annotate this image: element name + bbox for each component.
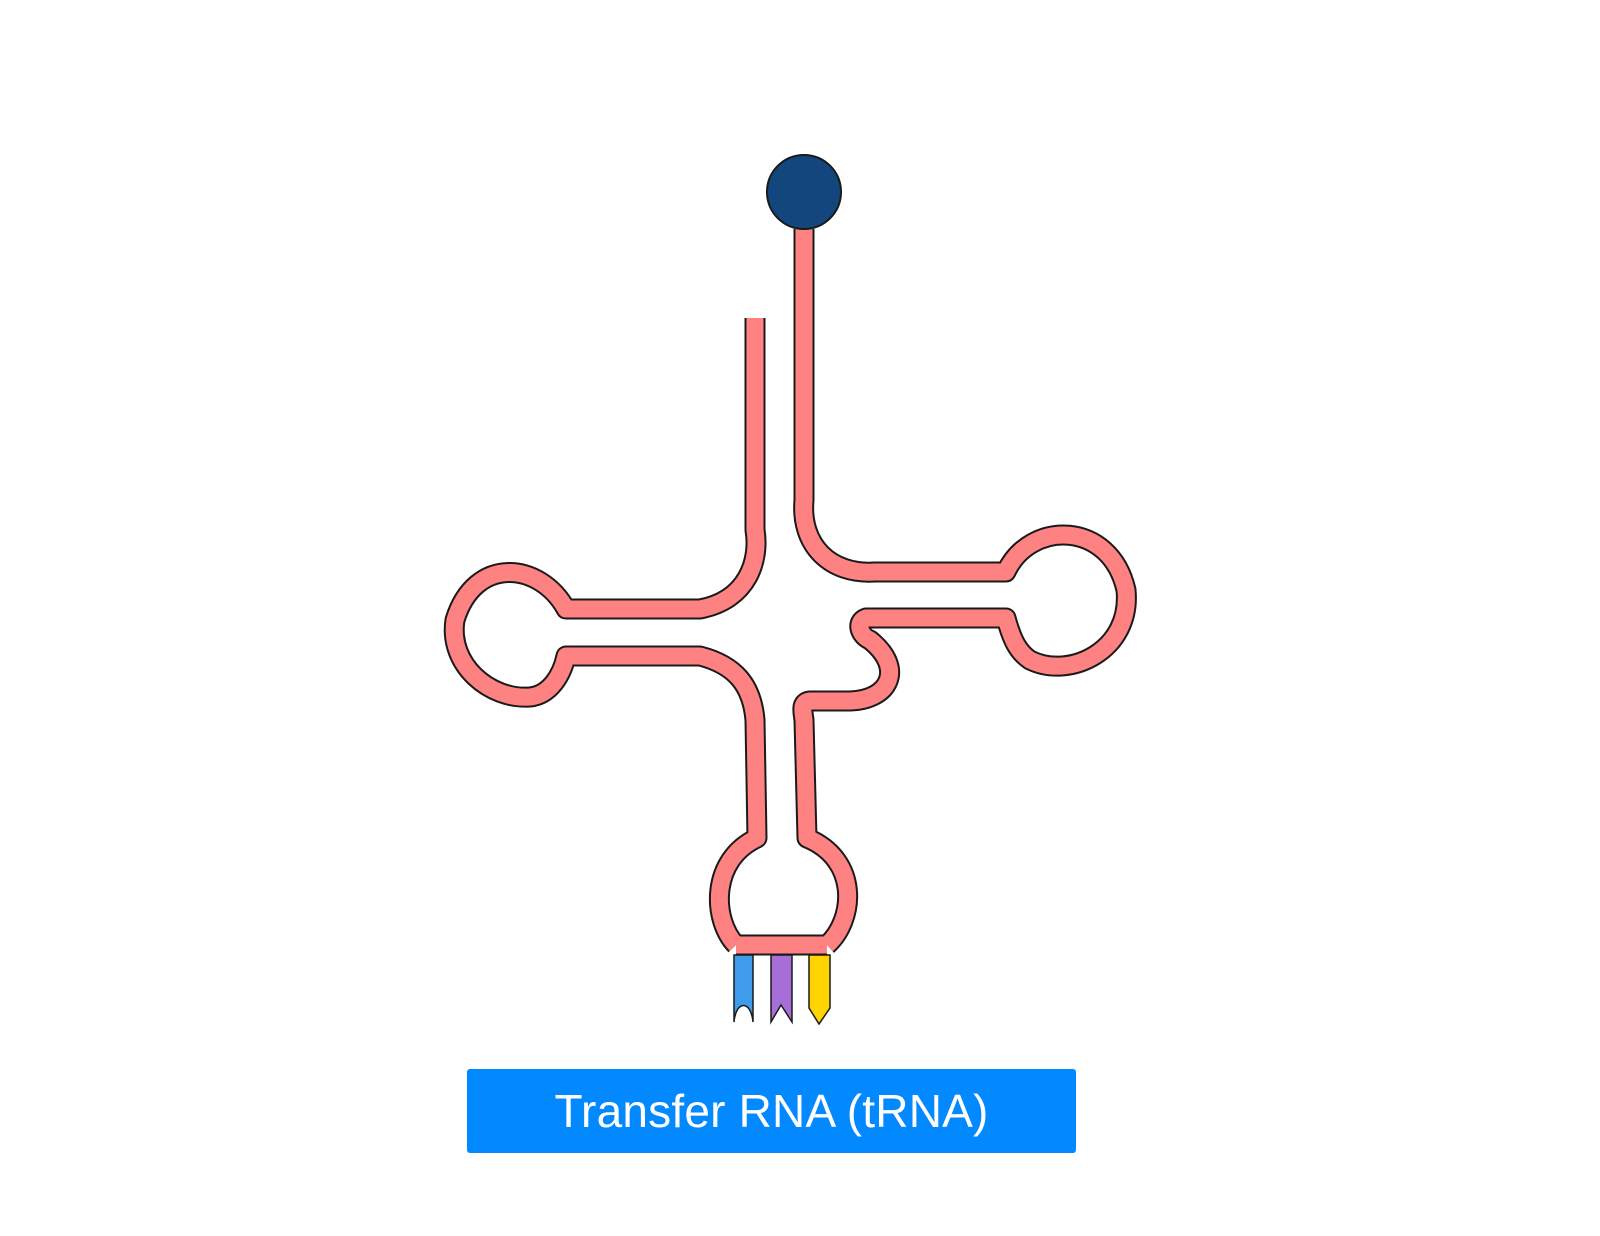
title-banner: Transfer RNA (tRNA) bbox=[467, 1069, 1076, 1153]
left-strand-d-arm-anticodon-outline bbox=[443, 318, 768, 953]
anticodon-base-blue bbox=[733, 954, 754, 1023]
amino-acid-circle bbox=[766, 154, 842, 230]
left-strand-d-arm-anticodon bbox=[445, 318, 766, 951]
anticodon-base-yellow bbox=[808, 954, 831, 1026]
trna-strand bbox=[443, 229, 1137, 956]
anticodon-base-purple bbox=[770, 954, 793, 1025]
right-strand-acceptor-t-arm-anticodon-outline bbox=[792, 229, 1137, 953]
right-strand-acceptor-t-arm-anticodon bbox=[794, 229, 1135, 952]
diagram-title: Transfer RNA (tRNA) bbox=[554, 1085, 989, 1137]
